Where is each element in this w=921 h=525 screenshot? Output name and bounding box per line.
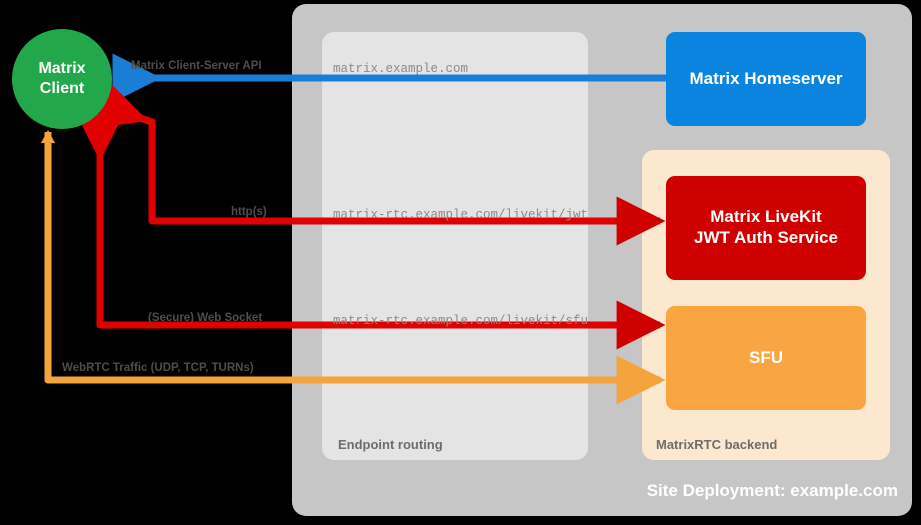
jwt-auth-label-line2: JWT Auth Service: [694, 228, 838, 247]
connector-https-jwt: [93, 81, 666, 246]
connector-websocket-sfu: [75, 112, 666, 350]
connector-label-https: http(s): [231, 206, 267, 218]
node-matrix-livekit-jwt-auth-service[interactable]: Matrix LiveKit JWT Auth Service: [666, 176, 866, 280]
endpoint-routing-panel: [322, 32, 588, 460]
endpoint-routing-label: Endpoint routing: [338, 437, 443, 452]
matrix-client-label-line2: Client: [39, 80, 85, 97]
matrixrtc-backend-label: MatrixRTC backend: [656, 437, 778, 452]
endpoint-matrix-example-com: matrix.example.com: [333, 62, 469, 76]
connector-webrtc-sfu: [41, 130, 666, 405]
connector-label-webrtc: WebRTC Traffic (UDP, TCP, TURNs): [62, 362, 254, 374]
endpoint-livekit-jwt: matrix-rtc.example.com/livekit/jwt: [333, 208, 589, 222]
node-matrix-client[interactable]: Matrix Client: [12, 29, 112, 129]
connector-label-websocket: (Secure) Web Socket: [148, 312, 263, 324]
sfu-label: SFU: [749, 347, 783, 367]
homeserver-label: Matrix Homeserver: [689, 68, 843, 88]
site-deployment-label: Site Deployment: example.com: [646, 481, 898, 500]
jwt-auth-label-line1: Matrix LiveKit: [710, 207, 822, 227]
connector-label-client-server-api: Matrix Client-Server API: [131, 60, 262, 72]
node-sfu[interactable]: SFU: [666, 306, 866, 410]
node-matrix-homeserver[interactable]: Matrix Homeserver: [666, 32, 866, 126]
matrix-client-label-line1: Matrix: [38, 60, 86, 78]
endpoint-livekit-sfu: matrix-rtc.example.com/livekit/sfu: [333, 314, 589, 328]
